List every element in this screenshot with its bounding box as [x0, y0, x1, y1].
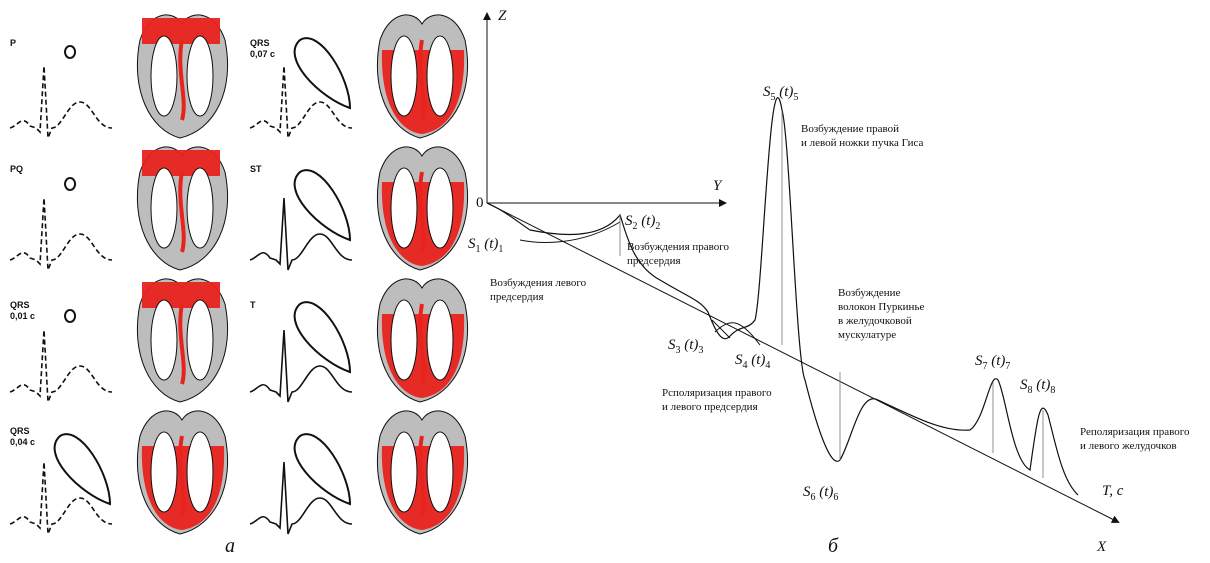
- heart-chamber-right: [426, 35, 454, 117]
- x-axis-label: X: [1097, 539, 1107, 555]
- annotation-ventricular-repol: Реполяризация правого и левого желудочко…: [1080, 426, 1190, 452]
- heart-chamber-right: [426, 431, 454, 513]
- wave-label-s5: S5 (t)5: [763, 84, 799, 103]
- t-axis-label: T, c: [1102, 483, 1124, 499]
- annotation-atrial-repol: Рсполяризация правого и левого предсерди…: [662, 387, 772, 413]
- vector-loop: [53, 433, 112, 506]
- vector-loop: [293, 169, 352, 242]
- heart-septum-bundle: [178, 435, 186, 517]
- s3-s4-traces: [711, 319, 761, 346]
- vector-loop: [293, 37, 352, 110]
- phase-label-p: P: [10, 38, 17, 48]
- wave-label-s1: S1 (t)1: [468, 236, 504, 255]
- panel-b-label: б: [828, 535, 839, 557]
- heart-septum-bundle: [418, 39, 426, 121]
- heart-septum-bundle: [418, 171, 426, 253]
- heart-chamber-left: [150, 299, 178, 381]
- phase-label-qrs-004: QRS 0,04 с: [10, 426, 36, 447]
- wave-label-s7: S7 (t)7: [975, 353, 1011, 372]
- ecg-trace: [9, 329, 113, 403]
- ecg-trace: [249, 197, 353, 271]
- phase-label-st: ST: [250, 164, 262, 174]
- heart-septum-bundle: [178, 303, 186, 385]
- annotation-his-bundle: Возбуждение правой и левой ножки пучка Г…: [801, 123, 924, 149]
- origin-label: 0: [476, 195, 484, 211]
- wave-label-s6: S6 (t)6: [803, 484, 839, 503]
- vector-loop: [64, 177, 77, 191]
- ecg-trace: [249, 329, 353, 403]
- s1-wave-back: [519, 221, 621, 243]
- wave-label-s3: S3 (t)3: [668, 337, 704, 356]
- phase-label-qrs-001: QRS 0,01 с: [10, 300, 36, 321]
- heart-chamber-right: [426, 167, 454, 249]
- heart-septum-bundle: [418, 303, 426, 385]
- panel-a-label: а: [225, 535, 235, 557]
- heart-septum-bundle: [418, 435, 426, 517]
- phase-label-t: T: [250, 300, 256, 310]
- vector-loop: [64, 309, 77, 323]
- panel-b-3d-waveform: [483, 12, 1120, 523]
- phase-label-qrs-007: QRS 0,07 с: [250, 38, 276, 59]
- ecg-trace: [9, 65, 113, 139]
- z-axis-label: Z: [498, 8, 507, 24]
- y-axis-label: Y: [713, 178, 722, 194]
- wave-label-s2: S2 (t)2: [625, 213, 661, 232]
- heart-septum-bundle: [178, 39, 186, 121]
- x-axis: [486, 202, 1120, 523]
- heart-chamber-left: [150, 35, 178, 117]
- heart-chamber-right: [186, 35, 214, 117]
- wave-label-s4: S4 (t)4: [735, 352, 771, 371]
- heart-septum-bundle: [178, 171, 186, 253]
- heart-chamber-left: [150, 431, 178, 513]
- heart-chamber-left: [390, 167, 418, 249]
- annotation-purkinje: Возбуждение волокон Пуркинье в желудочко…: [838, 287, 925, 341]
- heart-chamber-right: [186, 299, 214, 381]
- wave-label-s8: S8 (t)8: [1020, 377, 1056, 396]
- annotation-right-atrium: Возбуждения правого предсердия: [627, 241, 730, 267]
- heart-chamber-left: [390, 431, 418, 513]
- heart-chamber-right: [186, 167, 214, 249]
- heart-chamber-left: [390, 35, 418, 117]
- vector-loop: [293, 301, 352, 374]
- heart-chamber-left: [390, 299, 418, 381]
- annotation-left-atrium: Возбуждения левого предсердия: [490, 277, 587, 303]
- heart-chamber-left: [150, 167, 178, 249]
- heart-chamber-right: [186, 431, 214, 513]
- phase-label-pq: PQ: [10, 164, 24, 174]
- vector-loop: [293, 433, 352, 506]
- main-waveform: [486, 97, 1079, 496]
- panel-a-ecg-vectors: [9, 14, 469, 535]
- ecg-trace: [249, 461, 353, 535]
- ecg-trace: [9, 197, 113, 271]
- heart-chamber-right: [426, 299, 454, 381]
- vector-loop: [64, 45, 77, 59]
